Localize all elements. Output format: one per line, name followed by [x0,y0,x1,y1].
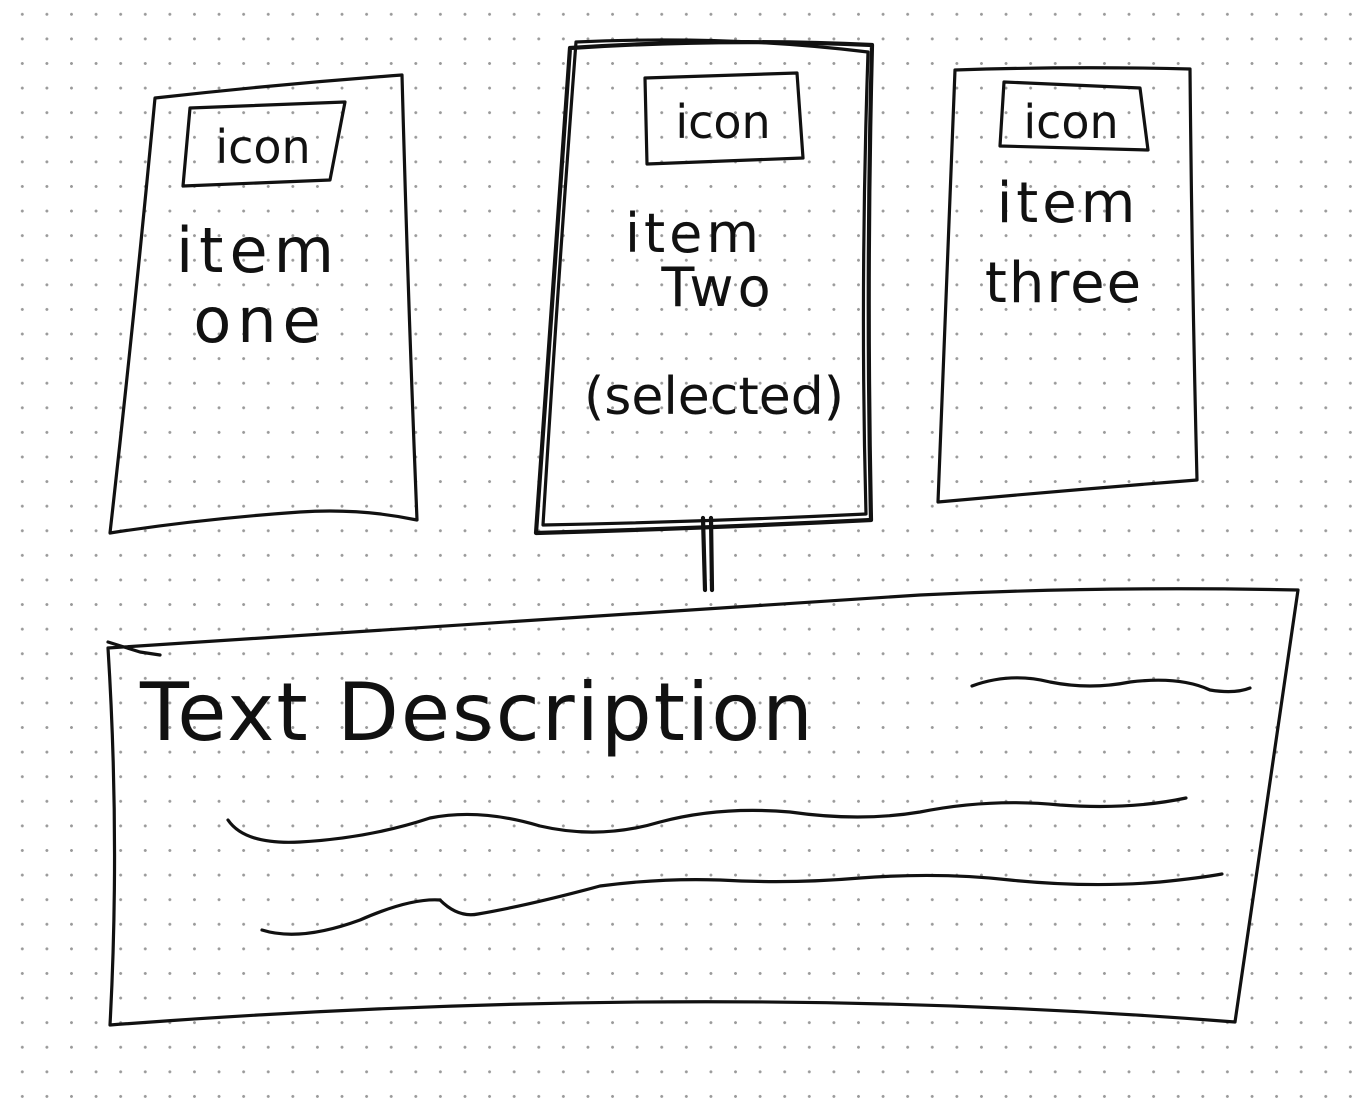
card-item-three-title-line1: item [997,171,1140,236]
description-placeholder-squiggle-3 [260,872,1224,936]
card-item-three-title-line2: three [985,251,1143,316]
icon-placeholder-label: icon [215,120,310,174]
card-item-one-frame [108,73,419,535]
description-panel-frame [106,587,1300,1027]
card-item-two-title-line2: Two [660,256,774,319]
icon-placeholder-frame [998,80,1150,152]
card-item-one-title-line2: one [193,284,326,357]
icon-placeholder-label: icon [675,95,770,149]
icon-placeholder-frame [181,100,347,188]
card-item-two[interactable]: icon item Two (selected) [533,38,875,536]
icon-placeholder-label: icon [1023,95,1118,149]
card-item-one-title-line1: item [176,214,340,287]
card-item-two-selected-note: (selected) [584,367,844,427]
description-panel-frame-tick [106,640,162,657]
card-item-one-icon: icon [181,100,347,188]
card-item-one[interactable]: icon item one [108,73,419,535]
card-item-three-frame [936,66,1199,504]
card-item-two-icon: icon [643,71,805,166]
card-item-two-frame [533,40,875,536]
description-placeholder-squiggle-2 [226,796,1188,844]
card-item-three-icon: icon [998,80,1150,152]
card-item-three[interactable]: icon item three [936,66,1199,504]
icon-placeholder-frame [643,71,805,166]
description-title: Text Description [139,666,815,759]
card-item-two-title-line1: item [625,202,763,265]
description-panel: Text Description [106,587,1300,1027]
description-placeholder-squiggle-1 [970,676,1252,694]
selection-connector [700,515,715,593]
card-item-two-frame-overstroke [541,38,870,527]
